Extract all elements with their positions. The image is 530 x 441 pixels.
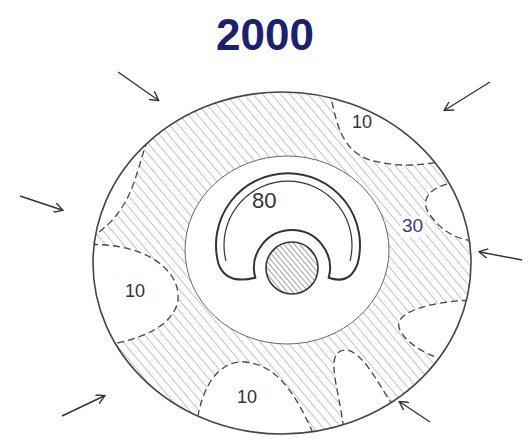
disc-outline	[93, 92, 471, 434]
diagram-title: 2000	[216, 13, 314, 57]
zone-number: 80	[252, 189, 276, 213]
arrow	[62, 396, 104, 416]
edge-lobe	[334, 350, 410, 441]
arrow	[400, 402, 430, 422]
edge-lobe-zone: 10	[335, 104, 395, 142]
horseshoe-zone: 80	[214, 170, 362, 290]
zone-number: 10	[125, 282, 145, 302]
arrow	[480, 252, 522, 260]
disc-zone: 30 10 80 10 10	[90, 88, 474, 440]
zone-number: 30	[400, 216, 425, 237]
edge-lobe	[60, 245, 178, 347]
inner-ring	[185, 156, 389, 344]
arrow	[118, 72, 158, 100]
core-circle	[266, 242, 318, 294]
horseshoe-outline	[216, 173, 360, 279]
arrow	[20, 196, 62, 210]
edge-lobe	[328, 80, 480, 165]
horseshoe-inner-line	[224, 181, 352, 261]
horseshoe-zone-shape	[214, 170, 362, 290]
edge-lobe	[195, 362, 320, 441]
zone-number: 10	[237, 388, 257, 408]
edge-lobe-zone: 10	[108, 274, 164, 312]
zone-number: 10	[352, 113, 372, 133]
edge-lobe-zone: 10	[218, 380, 276, 416]
disc-zone-shape	[90, 88, 474, 440]
edge-lobe	[399, 300, 480, 372]
edge-lobe	[60, 130, 152, 235]
arrow	[445, 82, 490, 110]
